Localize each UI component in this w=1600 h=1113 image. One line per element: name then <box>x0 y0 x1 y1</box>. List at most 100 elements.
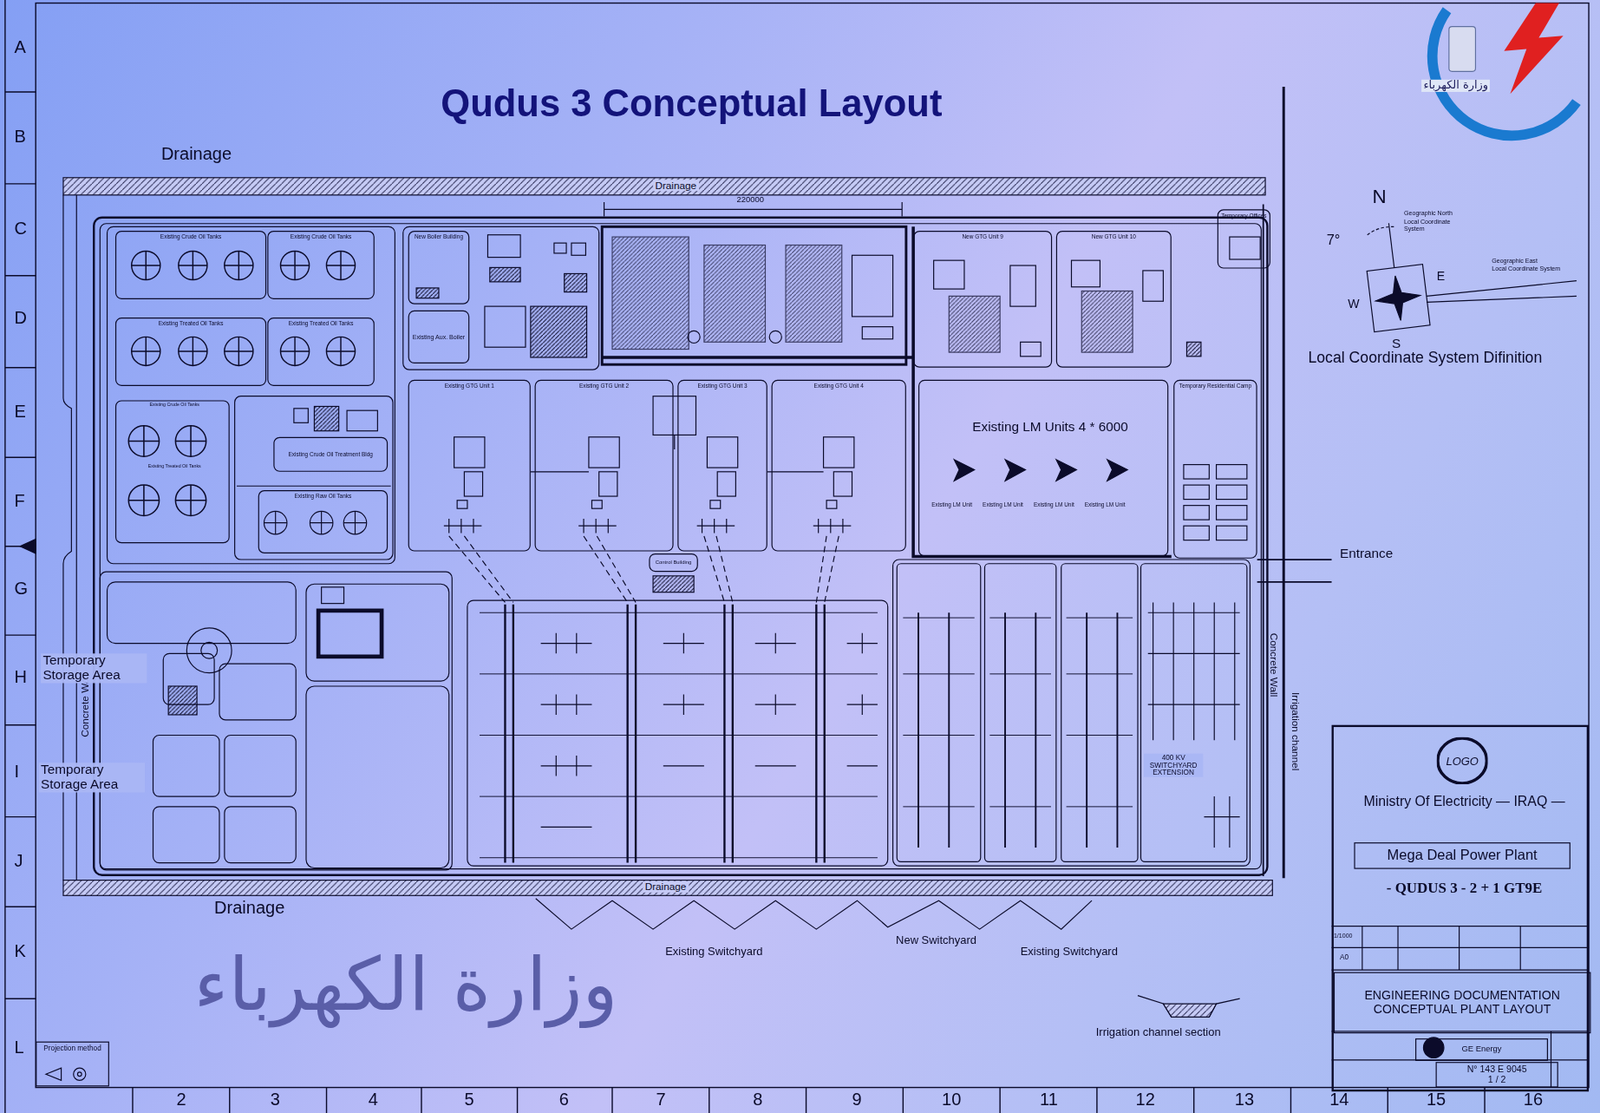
grid-number: 14 <box>1329 1090 1349 1110</box>
drainage-channel <box>63 177 1273 895</box>
node-text: Mega Deal Power Plant <box>1384 847 1540 863</box>
grid-letter: B <box>13 127 26 147</box>
switchyard-connection <box>535 898 1241 1018</box>
node-text: 1 / 2 <box>1485 1074 1508 1085</box>
camp-area: Temporary Residential Camp <box>1173 379 1257 559</box>
compass-letter: N <box>1372 186 1387 209</box>
tank-area: Existing Raw Oil Tanks <box>258 489 388 554</box>
wall-label: Concrete Wall <box>1268 633 1280 697</box>
projection-box: Projection method <box>35 1041 110 1087</box>
channel-label: Drainage <box>642 881 688 893</box>
title-box: ENGINEERING DOCUMENTATION CONCEPTUAL PLA… <box>1333 972 1592 1034</box>
grid-letter: C <box>13 219 27 239</box>
node-text: Existing Aux. Boiler <box>410 333 467 341</box>
unit-label: Existing LM Unit <box>982 501 1024 508</box>
building: Existing Crude Oil Treatment Bldg <box>273 437 388 472</box>
grid-number: 10 <box>941 1090 961 1110</box>
grid-letter: A <box>13 39 26 59</box>
grid-letter: H <box>13 668 27 688</box>
grid-letter: J <box>13 852 23 872</box>
unit-area: Existing GTG Unit 4 <box>771 379 907 552</box>
compass <box>1361 219 1577 332</box>
grid-letter: I <box>13 762 20 782</box>
grid-letter: G <box>13 580 28 600</box>
area-label: 400 KV SWITCHYARD EXTENSION <box>1143 753 1203 778</box>
boundary-wall <box>1257 86 1333 878</box>
compass-letter: W <box>1347 298 1359 313</box>
compass-note: Geographic North <box>1404 209 1453 217</box>
plant-boundary <box>93 217 1267 876</box>
building: Existing Aux. Boiler <box>408 310 471 364</box>
compass-letter: E <box>1436 269 1445 284</box>
drawing-frame <box>5 0 1589 1113</box>
new-steam-block <box>601 202 1172 556</box>
node-text: N° 143 E 9045 <box>1464 1064 1529 1075</box>
building: Temporary Offices <box>1217 208 1271 268</box>
grid-number: 7 <box>656 1090 667 1110</box>
node-text: - QUDUS 3 - 2 + 1 GT9E <box>1338 880 1592 897</box>
unit-area: Existing GTG Unit 1 <box>408 379 531 552</box>
section-label: Local Coordinate System Difinition <box>1307 349 1553 366</box>
tank-area: Existing Crude Oil TanksExisting Treated… <box>115 399 230 543</box>
compass-note: Local Coordinate System <box>1491 265 1561 273</box>
compass-note: Geographic East <box>1491 257 1538 265</box>
node-text: Existing Treated Oil Tanks <box>156 320 225 327</box>
grid-number: 12 <box>1136 1090 1156 1110</box>
unit-area: Existing LM Units 4 * 6000 <box>918 379 1169 557</box>
channel-label: Irrigation channel <box>1289 692 1301 771</box>
node-text: Temporary Offices <box>1219 212 1269 219</box>
angle-value: 7° <box>1326 232 1341 249</box>
node-text: LOGO <box>1443 754 1481 767</box>
area-label: Existing Switchyard <box>665 944 763 957</box>
tank-area: Existing Treated Oil Tanks <box>115 317 267 386</box>
projection-symbol <box>45 1067 86 1080</box>
unit-label: Existing LM Unit <box>1033 501 1075 508</box>
grid-letter: E <box>13 403 26 423</box>
table-cell: 1/1000 <box>1333 932 1353 940</box>
unit-area: New GTG Unit 9 <box>913 230 1052 368</box>
grid-number: 6 <box>559 1090 569 1110</box>
building: New Boiler Building <box>408 230 471 305</box>
unit-area: Existing GTG Unit 2 <box>535 379 674 552</box>
grid-letter: F <box>13 491 25 511</box>
area-label: Temporary Storage Area <box>39 762 145 792</box>
area-label: Existing Switchyard <box>1020 944 1118 957</box>
node-text: ENGINEERING DOCUMENTATION CONCEPTUAL PLA… <box>1334 988 1590 1016</box>
logo-text: وزارة الكهرباء <box>1421 79 1490 92</box>
tank-area: Existing Crude Oil Tanks <box>267 230 375 300</box>
logo-circle: LOGO <box>1436 737 1489 784</box>
node-text: Existing LM Units 4 * 6000 <box>970 419 1169 435</box>
new-gas-turbine <box>933 236 1261 357</box>
tank-area: Existing Crude Oil Tanks <box>115 230 267 300</box>
circle-outline <box>1437 737 1487 784</box>
area-label: Entrance <box>1339 546 1393 562</box>
node-text: Existing GTG Unit 4 <box>811 382 866 389</box>
node-text: Existing Crude Oil Tanks <box>117 403 230 409</box>
node-text: Temporary Residential Camp <box>1176 382 1254 389</box>
grid-number: 9 <box>852 1090 863 1110</box>
cable-route <box>449 535 839 603</box>
area-label: Temporary Storage Area <box>40 653 147 683</box>
watermark: وزارة الكهرباء <box>194 944 619 1026</box>
node-text: Existing Raw Oil Tanks <box>292 493 353 500</box>
node-text: New GTG Unit 10 <box>1089 234 1138 241</box>
node-text: Existing GTG Unit 1 <box>442 382 497 389</box>
grid-letter: D <box>13 309 27 329</box>
tank-area: Existing Treated Oil Tanks <box>267 317 375 386</box>
switchyard <box>467 559 1250 866</box>
title-block: Ministry Of Electricity — IRAQ —- QUDUS … <box>1332 724 1590 1092</box>
grid-number: 16 <box>1523 1090 1543 1110</box>
node-text: Control Building <box>653 559 693 565</box>
grid-letter: L <box>13 1038 24 1058</box>
grid-number: 13 <box>1234 1090 1254 1110</box>
compass-note: Local Coordinate System <box>1404 218 1463 233</box>
dimension: 220000 <box>737 195 765 205</box>
building: Control Building <box>648 553 698 572</box>
wall-label: Concrete Wall <box>79 672 92 737</box>
unit-label: Existing LM Unit <box>931 501 973 508</box>
unit-area: New GTG Unit 10 <box>1056 230 1172 368</box>
title-box: GE Energy <box>1415 1038 1548 1061</box>
node-text: New Boiler Building <box>412 234 466 241</box>
node-text: GE Energy <box>1459 1044 1504 1054</box>
channel-label: Drainage <box>653 179 699 191</box>
